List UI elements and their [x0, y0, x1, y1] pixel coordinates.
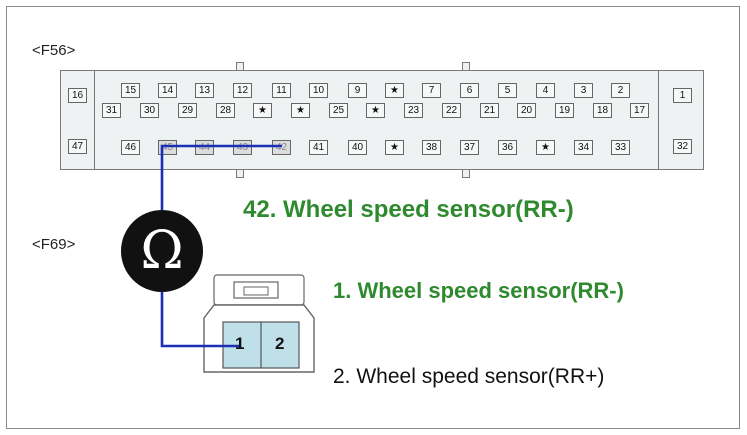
- pin-7: 7: [422, 83, 441, 98]
- pin-10: 10: [309, 83, 328, 98]
- pin-31: 31: [102, 103, 121, 118]
- annotation-pin-1: 1. Wheel speed sensor(RR-): [333, 278, 624, 303]
- test-lead-wire: [160, 290, 240, 348]
- pin-9: 9: [348, 83, 367, 98]
- pin-2: 2: [611, 83, 630, 98]
- pin-37: 37: [460, 140, 479, 155]
- pin-star-5: ★: [385, 140, 404, 155]
- pin-1: 1: [673, 88, 692, 103]
- pin-43: 43: [233, 140, 252, 155]
- pin-star-4: ★: [366, 103, 385, 118]
- annotation-pin-2: 2. Wheel speed sensor(RR+): [333, 365, 605, 388]
- pin-6: 6: [460, 83, 479, 98]
- pin-42: 42: [272, 140, 291, 155]
- pin-17: 17: [630, 103, 649, 118]
- pin-4: 4: [536, 83, 555, 98]
- pin-star-3: ★: [291, 103, 310, 118]
- test-lead-wire: [160, 144, 282, 224]
- connector-tab: [236, 169, 244, 178]
- pin-30: 30: [140, 103, 159, 118]
- pin-46: 46: [121, 140, 140, 155]
- pin-23: 23: [404, 103, 423, 118]
- pin-44: 44: [195, 140, 214, 155]
- pin-18: 18: [593, 103, 612, 118]
- pin-5: 5: [498, 83, 517, 98]
- pin-47: 47: [68, 139, 87, 154]
- pin-3: 3: [574, 83, 593, 98]
- connector-label-f56: <F56>: [32, 42, 76, 59]
- pin-12: 12: [233, 83, 252, 98]
- annotation-pin-42: 42. Wheel speed sensor(RR-): [243, 196, 574, 223]
- connector-f56-right-end: [658, 71, 703, 169]
- pin-40: 40: [348, 140, 367, 155]
- pin-38: 38: [422, 140, 441, 155]
- pin-star-1: ★: [385, 83, 404, 98]
- pin-20: 20: [517, 103, 536, 118]
- pin-33: 33: [611, 140, 630, 155]
- connector-f56: 16 47 1 32 15 14 13 12 11 10 9 ★ 7 6 5 4…: [60, 70, 704, 170]
- ohmmeter-icon: Ω: [121, 210, 203, 292]
- pin-32: 32: [673, 139, 692, 154]
- connector-label-f69: <F69>: [32, 236, 76, 253]
- pin-28: 28: [216, 103, 235, 118]
- pin-star-2: ★: [253, 103, 272, 118]
- pin-29: 29: [178, 103, 197, 118]
- connector-tab: [462, 169, 470, 178]
- pin-34: 34: [574, 140, 593, 155]
- pin-22: 22: [442, 103, 461, 118]
- pin-41: 41: [309, 140, 328, 155]
- pin-36: 36: [498, 140, 517, 155]
- f69-pin-1: 1: [235, 334, 245, 353]
- pin-19: 19: [555, 103, 574, 118]
- connector-tab: [462, 62, 470, 71]
- connector-f56-left-end: [61, 71, 95, 169]
- pin-13: 13: [195, 83, 214, 98]
- pin-15: 15: [121, 83, 140, 98]
- pin-25: 25: [329, 103, 348, 118]
- pin-14: 14: [158, 83, 177, 98]
- pin-21: 21: [480, 103, 499, 118]
- pin-star-6: ★: [536, 140, 555, 155]
- connector-tab: [236, 62, 244, 71]
- pin-11: 11: [272, 83, 291, 98]
- pin-16: 16: [68, 88, 87, 103]
- f69-pin-2: 2: [275, 334, 285, 353]
- connector-f69: [203, 274, 315, 373]
